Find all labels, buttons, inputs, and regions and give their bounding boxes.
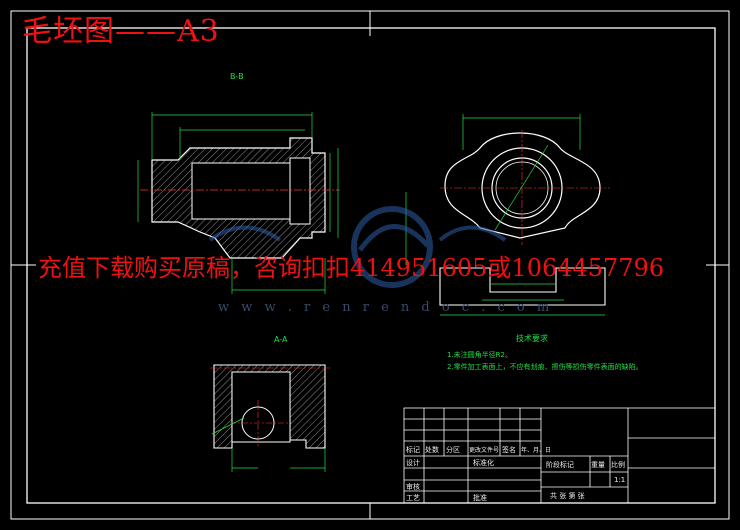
tb-mark-label: 标记	[406, 446, 420, 454]
watermark-ad-text: 充值下载购买原稿，咨询扣扣414951605或1064457796	[38, 254, 665, 282]
tb-scale-label: 比例	[611, 461, 625, 469]
top-view	[405, 114, 610, 316]
tb-scale-value: 1:1	[614, 476, 626, 484]
tb-approve-label: 批准	[473, 494, 487, 502]
tb-process-label: 工艺	[406, 494, 420, 502]
tb-sign-label: 签名	[502, 446, 516, 454]
tb-date-label: 年、月、日	[521, 447, 552, 454]
title-block	[403, 407, 716, 504]
watermark-title: 毛坯图——A3	[22, 14, 220, 49]
tech-requirement-item: 2.零件加工表面上，不应有划痕、擦伤等损伤零件表面的缺陷。	[447, 363, 643, 371]
tb-zone-label: 分区	[446, 446, 460, 454]
tb-weight-label: 重量	[591, 461, 605, 469]
tb-design-label: 设计	[406, 459, 420, 467]
tb-sheets-label: 共 张 第 张	[550, 492, 585, 500]
tech-requirements-heading: 技术要求	[516, 334, 548, 343]
tb-review-label: 审核	[406, 483, 420, 491]
tech-requirement-item: 1.未注圆角半径R2。	[447, 351, 512, 359]
section-aa-view	[210, 364, 330, 472]
tb-stage-mark-label: 阶段标记	[546, 461, 574, 469]
watermark-url: w w w . r e n r e n d o c . c o m	[218, 300, 554, 315]
section-aa-label: A-A	[274, 335, 288, 344]
tb-standardize-label: 标准化	[473, 459, 494, 467]
tb-count-label: 处数	[425, 446, 439, 454]
tb-change-doc-label: 更改文件号	[469, 447, 500, 454]
section-bb-label: B-B	[230, 72, 244, 81]
section-bb-view	[137, 112, 340, 294]
watermark-logo	[208, 206, 507, 288]
